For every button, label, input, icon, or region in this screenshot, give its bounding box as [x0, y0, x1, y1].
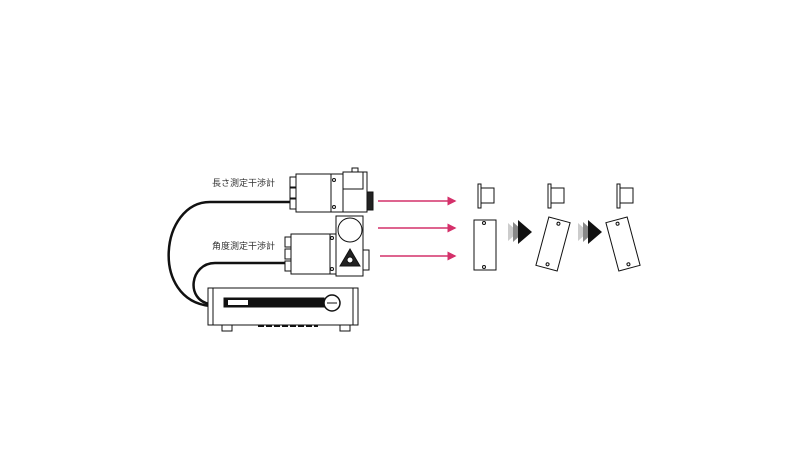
cables	[167, 200, 290, 308]
mirror-target	[477, 183, 634, 209]
transition-arrow-icon	[578, 220, 602, 244]
angle-interferometer	[284, 215, 370, 277]
angle-interferometer-label: 角度測定干渉計	[212, 240, 275, 252]
target-states	[473, 183, 641, 272]
reflector-plate	[473, 219, 497, 271]
length-interferometer-label: 長さ測定干渉計	[212, 177, 275, 189]
length-interferometer	[289, 167, 374, 213]
controller-unit	[207, 287, 359, 332]
transition-arrow-icon	[508, 220, 532, 244]
reflector-plate-rotated	[605, 216, 641, 272]
reflector-plate-rotated	[535, 216, 571, 272]
laser-beams	[378, 196, 457, 261]
